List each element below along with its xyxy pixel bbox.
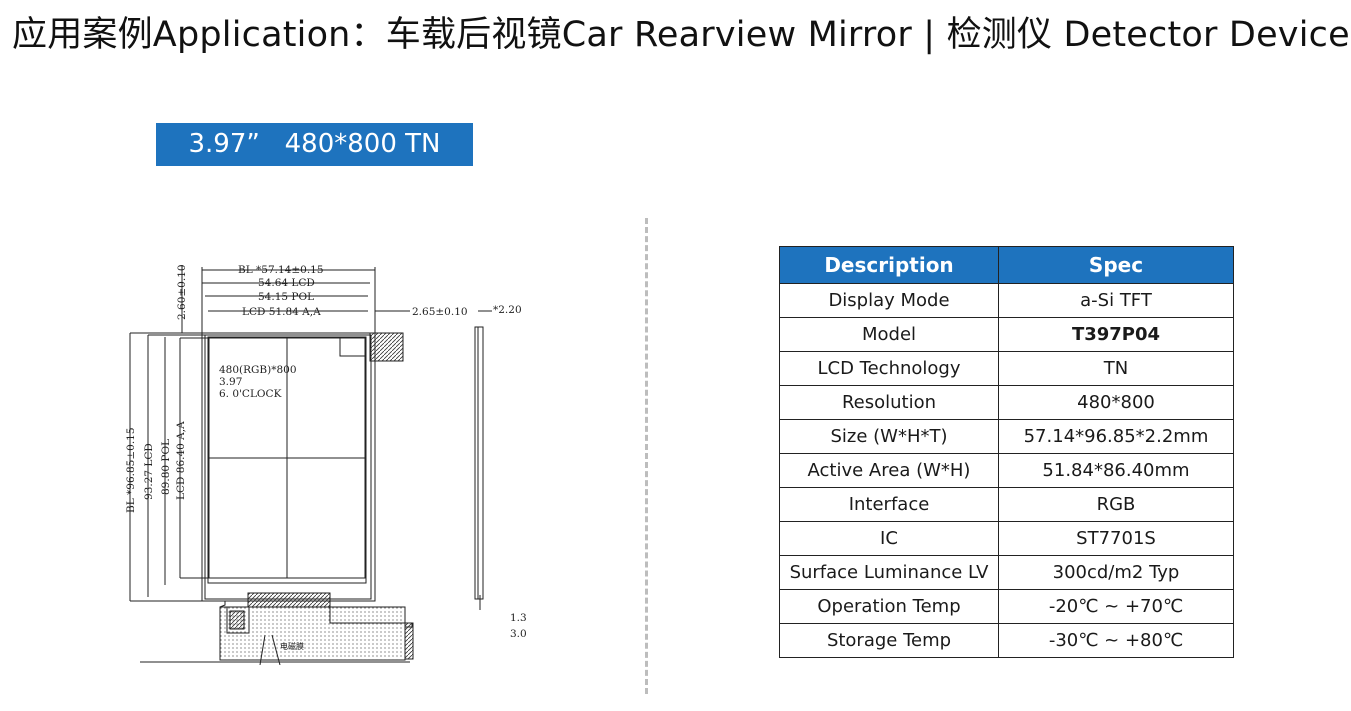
dim-aa-width: LCD 51.84 A,A: [242, 306, 321, 318]
row-value: -30℃ ~ +80℃: [998, 623, 1234, 658]
row-value: -20℃ ~ +70℃: [998, 589, 1234, 624]
table-row: Surface Luminance LV 300cd/m2 Typ: [779, 555, 1234, 590]
spec-table-header: Description Spec: [779, 246, 1234, 284]
row-label: IC: [779, 521, 999, 556]
table-row: Interface RGB: [779, 487, 1234, 522]
spec-table: Description Spec Display Mode a-Si TFT M…: [779, 246, 1234, 658]
side-label-1: 1.3: [510, 612, 527, 624]
table-row: Resolution 480*800: [779, 385, 1234, 420]
row-value: 57.14*96.85*2.2mm: [998, 419, 1234, 454]
row-value: RGB: [998, 487, 1234, 522]
table-row: LCD Technology TN: [779, 351, 1234, 386]
model-badge: 3.97” 480*800 TN: [156, 123, 473, 166]
row-label: Resolution: [779, 385, 999, 420]
table-row: Size (W*H*T) 57.14*96.85*2.2mm: [779, 419, 1234, 454]
dim-pol-width: 54.15 POL: [258, 291, 314, 303]
side-label-2: 3.0: [510, 628, 527, 640]
mechanical-drawing: BL *57.14±0.15 54.64 LCD 54.15 POL LCD 5…: [125, 264, 527, 665]
row-value: 51.84*86.40mm: [998, 453, 1234, 488]
header-spec: Spec: [998, 246, 1234, 284]
row-label: Model: [779, 317, 999, 352]
table-row: Display Mode a-Si TFT: [779, 283, 1234, 318]
row-label: Surface Luminance LV: [779, 555, 999, 590]
row-label: Size (W*H*T): [779, 419, 999, 454]
row-label: Display Mode: [779, 283, 999, 318]
row-label: LCD Technology: [779, 351, 999, 386]
fpc-label: 电磁膜: [280, 641, 304, 651]
dim-thickness: *2.20: [493, 304, 522, 316]
dashed-divider: [645, 218, 648, 694]
row-label: Active Area (W*H): [779, 453, 999, 488]
dim-bl-height: BL *96.85±0.15: [125, 427, 137, 513]
table-row: Storage Temp -30℃ ~ +80℃: [779, 623, 1234, 658]
dim-aa-height: LCD 86.40 A,A: [175, 421, 187, 500]
dim-offset: 2.65±0.10: [412, 306, 468, 318]
row-label: Storage Temp: [779, 623, 999, 658]
row-value: T397P04: [998, 317, 1234, 352]
row-value: a-Si TFT: [998, 283, 1234, 318]
page-title: 应用案例Application：车载后视镜Car Rearview Mirror…: [12, 15, 1350, 55]
table-row: Operation Temp -20℃ ~ +70℃: [779, 589, 1234, 624]
dim-pol-height: 89.80 POL: [160, 439, 172, 495]
table-row: Model T397P04: [779, 317, 1234, 352]
table-row: Active Area (W*H) 51.84*86.40mm: [779, 453, 1234, 488]
dim-lcd-height: 93.27 LCD: [143, 443, 155, 500]
dim-top: 2.60±0.10: [176, 264, 188, 320]
row-label: Interface: [779, 487, 999, 522]
note-resolution: 480(RGB)*800: [219, 364, 297, 376]
row-value: 480*800: [998, 385, 1234, 420]
row-label: Operation Temp: [779, 589, 999, 624]
note-size: 3.97: [219, 376, 242, 388]
row-value: TN: [998, 351, 1234, 386]
header-description: Description: [779, 246, 999, 284]
table-row: IC ST7701S: [779, 521, 1234, 556]
dim-lcd-width: 54.64 LCD: [258, 277, 315, 289]
row-value: 300cd/m2 Typ: [998, 555, 1234, 590]
row-value: ST7701S: [998, 521, 1234, 556]
note-view: 6. 0'CLOCK: [219, 388, 282, 400]
dim-bl-width: BL *57.14±0.15: [238, 264, 324, 276]
